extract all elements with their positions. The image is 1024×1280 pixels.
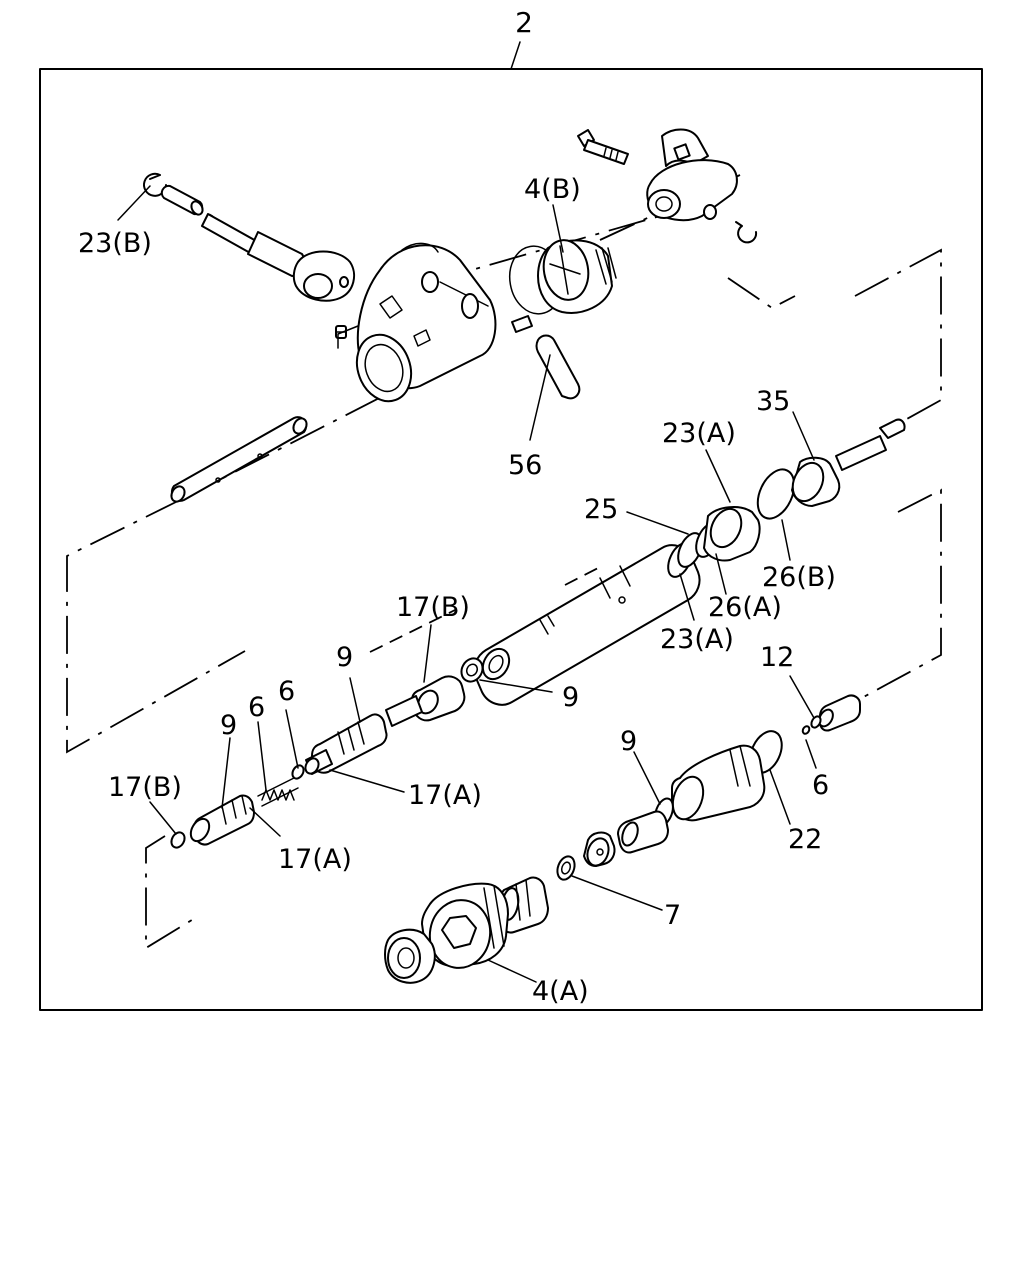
callout-23a-mid: 23(A) bbox=[660, 624, 734, 655]
spring-bushing-4b bbox=[508, 239, 617, 315]
sleeve-lower bbox=[617, 810, 669, 854]
callout-23b-top: 23(B) bbox=[78, 228, 152, 259]
ring-12 bbox=[810, 715, 822, 729]
nut-lower bbox=[583, 831, 616, 867]
adapter-35 bbox=[791, 418, 906, 507]
oring-26b bbox=[756, 468, 796, 520]
callout-23a-top: 23(A) bbox=[662, 418, 736, 449]
fitting-right bbox=[818, 694, 861, 732]
callout-17b-mid: 17(B) bbox=[396, 592, 470, 623]
assembly-leader bbox=[510, 41, 521, 70]
callout-26a: 26(A) bbox=[708, 592, 782, 623]
long-shaft bbox=[170, 416, 308, 503]
spring-6 bbox=[257, 777, 299, 807]
bolt-part bbox=[577, 129, 629, 165]
callout-9-b: 9 bbox=[562, 682, 579, 713]
callout-17a-left: 17(A) bbox=[278, 844, 352, 875]
callout-7: 7 bbox=[664, 900, 681, 931]
lever-bracket bbox=[292, 250, 356, 302]
spool-mid bbox=[304, 695, 423, 775]
clip-part bbox=[511, 315, 533, 333]
callout-6-b: 6 bbox=[248, 692, 265, 723]
main-housing bbox=[337, 242, 497, 403]
callout-9-a: 9 bbox=[336, 642, 353, 673]
callout-35: 35 bbox=[756, 386, 790, 417]
washer-bottom bbox=[384, 928, 436, 984]
seal-9-right bbox=[460, 657, 484, 683]
callout-26b: 26(B) bbox=[762, 562, 836, 593]
clevis-fitting bbox=[646, 128, 738, 222]
callout-4a: 4(A) bbox=[532, 976, 589, 1007]
rod-part bbox=[201, 213, 306, 277]
callout-22: 22 bbox=[788, 824, 822, 855]
leader-lines bbox=[117, 185, 817, 983]
callout-9-c: 9 bbox=[220, 710, 237, 741]
callout-56: 56 bbox=[508, 450, 542, 481]
ring-stack bbox=[667, 506, 761, 578]
callout-labels: 23(B) 4(B) 56 35 23(A) 25 26(B) 26(A) 23… bbox=[78, 174, 836, 1007]
piston-22 bbox=[671, 744, 766, 822]
callout-12: 12 bbox=[760, 642, 794, 673]
spool-left bbox=[189, 794, 255, 846]
washer-7 bbox=[556, 855, 576, 881]
callout-9-d: 9 bbox=[620, 726, 637, 757]
assembly-frame bbox=[39, 68, 983, 1011]
callout-6-c: 6 bbox=[812, 770, 829, 801]
callout-4b: 4(B) bbox=[524, 174, 581, 205]
callout-17b-left: 17(B) bbox=[108, 772, 182, 803]
callout-6-a: 6 bbox=[278, 676, 295, 707]
callout-25: 25 bbox=[584, 494, 618, 525]
lever-56 bbox=[535, 334, 581, 400]
ring-17b-left bbox=[170, 831, 186, 849]
coupling-sleeve bbox=[499, 876, 549, 934]
assembly-number: 2 bbox=[515, 6, 533, 39]
pin-part bbox=[160, 184, 204, 216]
snap-ring-small-top bbox=[735, 221, 758, 244]
callout-17a-mid: 17(A) bbox=[408, 780, 482, 811]
ring-6-right bbox=[801, 725, 811, 735]
coupling-4a bbox=[421, 882, 509, 969]
